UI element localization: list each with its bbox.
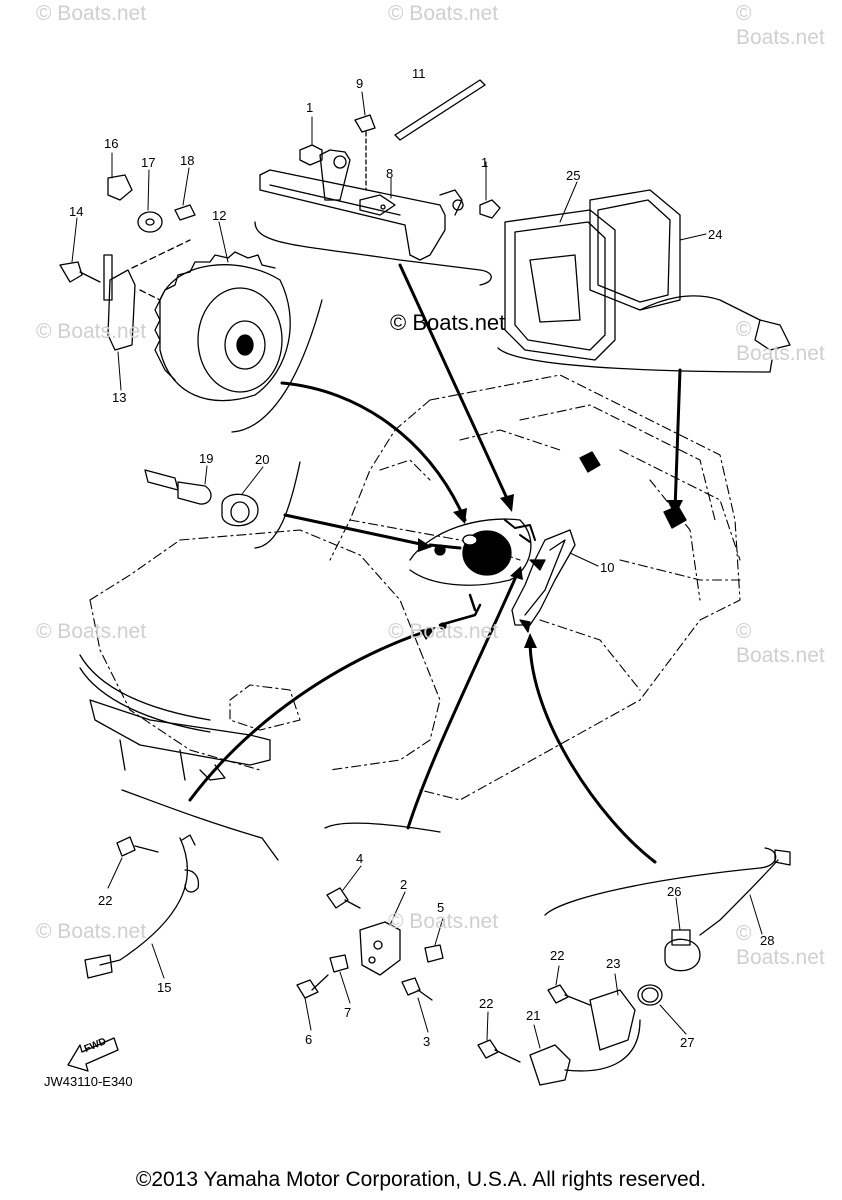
fwd-arrow-icon <box>67 1037 119 1072</box>
center-watermark: © Boats.net <box>390 310 506 335</box>
callout-label[interactable]: 27 <box>680 1035 695 1050</box>
callout-label[interactable]: 3 <box>423 1034 431 1049</box>
atv-body-outline <box>89 374 741 801</box>
central-assembly <box>409 451 687 633</box>
callout-label[interactable]: 21 <box>526 1008 541 1023</box>
callout-label[interactable]: 22 <box>98 893 113 908</box>
watermark: © Boats.net <box>388 910 499 933</box>
harness-group <box>84 789 279 979</box>
callout-label[interactable]: 17 <box>141 155 156 170</box>
watermark: © Boats.net <box>36 2 147 25</box>
watermark: © Boats.net <box>736 2 825 49</box>
callout-label[interactable]: 22 <box>479 996 494 1011</box>
callout-label[interactable]: 26 <box>667 884 682 899</box>
callout-label[interactable]: 19 <box>199 451 214 466</box>
front-bumper <box>79 654 271 781</box>
watermark: © Boats.net <box>36 920 147 943</box>
watermark: © Boats.net <box>736 922 825 969</box>
callout-label[interactable]: 18 <box>180 153 195 168</box>
callout-label[interactable]: 12 <box>212 208 227 223</box>
sensor-group <box>477 847 791 1086</box>
watermark: © Boats.net <box>36 320 147 343</box>
callout-label[interactable]: 1 <box>481 155 489 170</box>
callout-label[interactable]: 5 <box>437 900 445 915</box>
assembly-arrowheads <box>418 494 683 648</box>
bracket-group <box>254 79 501 286</box>
callout-label[interactable]: 11 <box>412 66 426 81</box>
watermark: © Boats.net <box>36 620 147 643</box>
callout-label[interactable]: 9 <box>356 76 364 91</box>
leader-lines <box>71 91 763 1049</box>
callout-label[interactable]: 15 <box>157 980 172 995</box>
diagram-code: JW43110-E340 <box>44 1074 133 1089</box>
regulator-group <box>497 189 791 373</box>
bulb-group <box>144 461 301 549</box>
assembly-arrows <box>188 263 682 864</box>
watermark: © Boats.net <box>736 318 825 365</box>
callout-label[interactable]: 7 <box>344 1005 352 1020</box>
flywheel-group <box>59 174 323 433</box>
callout-label[interactable]: 1 <box>306 100 314 115</box>
callout-label[interactable]: 10 <box>600 560 615 575</box>
callout-label[interactable]: 14 <box>69 204 84 219</box>
callout-label[interactable]: 4 <box>356 851 364 866</box>
bracket2-group <box>296 822 444 1001</box>
callout-label[interactable]: 24 <box>708 227 723 242</box>
watermark: © Boats.net <box>388 620 499 643</box>
callout-label[interactable]: 23 <box>606 956 621 971</box>
callout-label[interactable]: 16 <box>104 136 119 151</box>
callout-label[interactable]: 2 <box>400 877 408 892</box>
callout-label[interactable]: 13 <box>112 390 127 405</box>
callout-label[interactable]: 25 <box>566 168 581 183</box>
callout-label[interactable]: 8 <box>386 166 394 181</box>
watermark: © Boats.net <box>736 620 825 667</box>
copyright-notice: ©2013 Yamaha Motor Corporation, U.S.A. A… <box>135 1168 707 1191</box>
callout-label[interactable]: 20 <box>255 452 270 467</box>
callout-label[interactable]: 22 <box>550 948 565 963</box>
watermark: © Boats.net <box>388 2 499 25</box>
callout-label[interactable]: 28 <box>760 933 775 948</box>
callout-label[interactable]: 6 <box>305 1032 313 1047</box>
